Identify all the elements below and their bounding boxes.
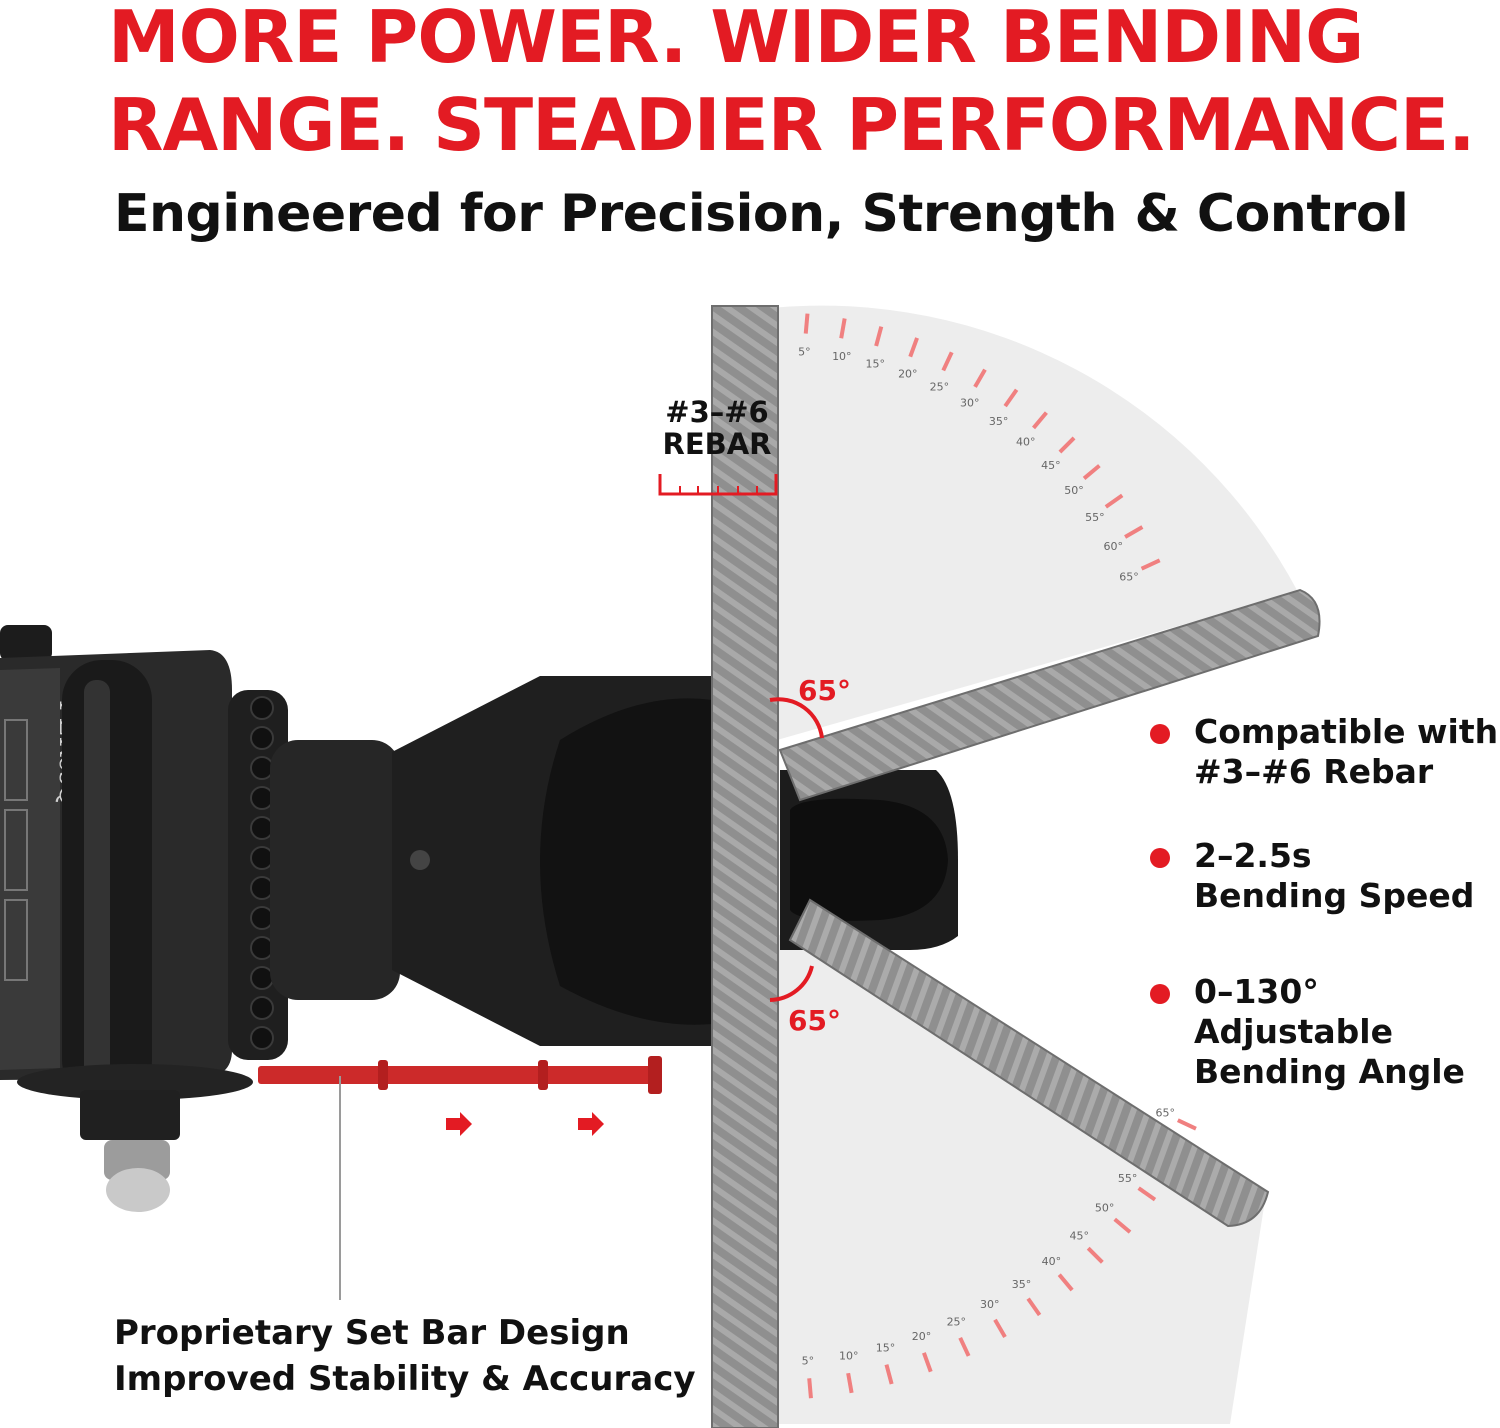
- protractor-tick-label: 65°: [1119, 570, 1139, 583]
- flange-bolt: [250, 936, 274, 960]
- flange-bolt: [250, 816, 274, 840]
- protractor-tick-label: 15°: [876, 1341, 896, 1354]
- protractor-tick: [1086, 1246, 1104, 1264]
- protractor-tick: [958, 1336, 971, 1357]
- protractor-tick-label: 45°: [1041, 459, 1061, 472]
- lower-angle-label: 65°: [788, 1004, 841, 1037]
- protractor-tick-label: 50°: [1064, 484, 1084, 497]
- headline-line-1: MORE POWER. WIDER BENDING: [108, 0, 1364, 79]
- flange-bolt: [250, 906, 274, 930]
- bullet-icon: [1150, 848, 1170, 868]
- feature-text: 2–2.5s: [1194, 836, 1312, 875]
- protractor-tick: [993, 1318, 1007, 1339]
- feature-compatibility: Compatible with #3–#6 Rebar: [1150, 712, 1500, 792]
- upper-angle-label: 65°: [798, 674, 851, 707]
- feature-text: Compatible with: [1194, 712, 1499, 751]
- protractor-tick: [1032, 411, 1048, 430]
- bent-rebar: [778, 588, 1321, 1228]
- lower-angle-arc: [769, 965, 814, 1002]
- protractor-tick-label: 20°: [912, 1330, 932, 1343]
- flange-bolt: [250, 786, 274, 810]
- protractor-tick: [1113, 1217, 1132, 1234]
- protractor-tick-label: 15°: [865, 357, 885, 370]
- rebar-size-range: #3–#6: [665, 395, 769, 429]
- protractor-tick-label: 40°: [1042, 1255, 1062, 1268]
- protractor-tick: [908, 337, 919, 358]
- protractor-tick: [973, 368, 987, 388]
- feature-text: Bending Speed: [1194, 876, 1475, 915]
- protractor-tick-label: 10°: [832, 350, 852, 363]
- protractor-tick: [1058, 436, 1076, 454]
- flange-bolt: [250, 756, 274, 780]
- protractor-tick-label: 30°: [960, 397, 980, 410]
- protractor-tick-label: 20°: [898, 368, 918, 381]
- set-bar: [258, 1056, 662, 1300]
- protractor-tick-label: 50°: [1095, 1202, 1115, 1215]
- protractor-tick: [922, 1352, 933, 1373]
- arrow-right-icon: [578, 1112, 604, 1136]
- flange-bolt: [250, 876, 274, 900]
- protractor-tick: [1104, 493, 1124, 509]
- feature-speed: 2–2.5s Bending Speed: [1150, 836, 1500, 916]
- flange-bolt: [250, 996, 274, 1020]
- feature-text: Bending Angle: [1194, 1052, 1465, 1091]
- protractor-tick: [803, 313, 810, 334]
- protractor-tick: [1124, 525, 1144, 539]
- setbar-caption: Proprietary Set Bar Design Improved Stab…: [114, 1310, 754, 1402]
- bullet-icon: [1150, 984, 1170, 1004]
- protractor-tick-label: 45°: [1069, 1229, 1089, 1242]
- protractor-tick: [874, 326, 884, 347]
- protractor-tick: [1082, 464, 1101, 480]
- protractor-tick-label: 5°: [802, 1354, 815, 1367]
- protractor-tick: [1140, 558, 1161, 571]
- protractor-tick: [846, 1372, 854, 1394]
- protractor-tick-label: 25°: [930, 381, 950, 394]
- upper-angle-arc: [769, 697, 824, 739]
- flange-bolt: [250, 726, 274, 750]
- protractor-tick-label: 55°: [1085, 511, 1105, 524]
- protractor-tick-label: 10°: [839, 1349, 859, 1362]
- feature-text: #3–#6 Rebar: [1194, 752, 1434, 791]
- protractor-tick: [1026, 1297, 1042, 1317]
- protractor-tick: [1137, 1186, 1157, 1202]
- rebar-size-word: REBAR: [662, 427, 772, 461]
- arrow-right-icon: [446, 1112, 472, 1136]
- protractor-tick: [884, 1364, 894, 1385]
- protractor-tick-label: 35°: [1012, 1278, 1032, 1291]
- protractor-tick-label: 35°: [989, 415, 1009, 428]
- protractor-tick-label: 55°: [1118, 1172, 1138, 1185]
- flange-bolt: [250, 1026, 274, 1050]
- subheadline: Engineered for Precision, Strength & Con…: [114, 184, 1409, 244]
- straight-rebar: [711, 305, 779, 1428]
- protractor-tick-label: 30°: [980, 1298, 1000, 1311]
- protractor-tick: [839, 318, 847, 339]
- lower-protractor: [770, 930, 1265, 1424]
- bullet-icon: [1150, 724, 1170, 744]
- feature-text: Adjustable: [1194, 1012, 1393, 1051]
- protractor-tick-label: 60°: [1103, 540, 1123, 553]
- rebar-size-bracket: [658, 474, 778, 496]
- protractor-tick: [1176, 1118, 1197, 1131]
- feature-angle: 0–130° Adjustable Bending Angle: [1150, 972, 1500, 1092]
- protractor-tick-label: 65°: [1156, 1107, 1176, 1120]
- feature-text: 0–130°: [1194, 972, 1319, 1011]
- bender-tool-body: PEResQ™: [0, 625, 958, 1212]
- flange-bolt: [250, 846, 274, 870]
- headline-line-2: RANGE. STEADIER PERFORMANCE.: [108, 83, 1475, 167]
- rebar-size-label: #3–#6 REBAR: [656, 396, 778, 460]
- protractor-tick: [941, 351, 954, 372]
- protractor-tick-label: 25°: [947, 1316, 967, 1329]
- protractor-tick: [1003, 388, 1019, 408]
- protractor-tick-label: 40°: [1016, 436, 1035, 449]
- protractor-tick: [1057, 1273, 1074, 1292]
- flange-bolt: [250, 696, 274, 720]
- setbar-caption-line: Improved Stability & Accuracy: [114, 1359, 696, 1399]
- setbar-caption-line: Proprietary Set Bar Design: [114, 1313, 630, 1353]
- flange-bolt: [250, 966, 274, 990]
- upper-protractor: [770, 305, 1298, 742]
- protractor-tick: [807, 1378, 813, 1399]
- protractor-tick-label: 5°: [798, 345, 811, 358]
